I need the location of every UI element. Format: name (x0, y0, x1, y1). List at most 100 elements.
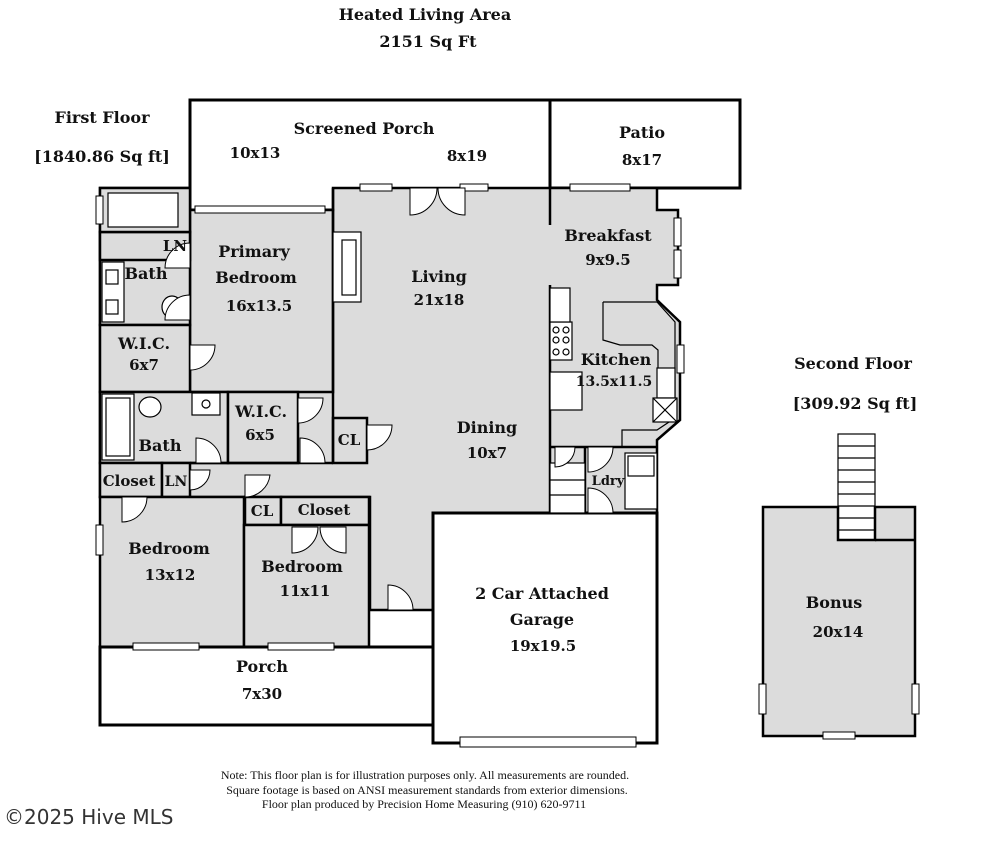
window (822, 731, 856, 740)
door-swing (189, 344, 216, 371)
window (95, 524, 104, 556)
room-label: Breakfast (564, 226, 652, 245)
mls-watermark: ©2025 Hive MLS (4, 805, 173, 829)
door-swing (121, 496, 148, 523)
room-label: CL (338, 431, 361, 449)
bonus-room (761, 505, 917, 738)
closet-door (319, 526, 347, 554)
patio-area (548, 98, 742, 190)
room-dimension: 20x14 (813, 623, 864, 641)
room-dimension: 8x17 (622, 151, 662, 169)
garage-door (459, 736, 637, 748)
shower (107, 192, 179, 228)
room-label: 2 Car Attached (475, 584, 609, 603)
disclaimer-line-1: Note: This floor plan is for illustratio… (221, 768, 629, 782)
room-label: Bedroom (261, 557, 343, 576)
patio-door (437, 187, 466, 216)
front-porch (98, 645, 435, 727)
window (673, 217, 682, 247)
door-swing (587, 446, 614, 473)
door-swing (164, 294, 191, 321)
room-label: W.I.C. (234, 402, 287, 421)
room-dimension: 10x7 (467, 444, 507, 462)
room-label: Bedroom (128, 539, 210, 558)
room-label: Porch (236, 657, 288, 676)
room-dimension: 19x19.5 (510, 637, 576, 655)
wic-mid (226, 390, 300, 465)
room-label: Garage (510, 610, 574, 629)
garage-area (431, 511, 659, 745)
toilet-lower (138, 396, 162, 418)
room-label: Closet (103, 472, 156, 490)
patio-door (409, 187, 438, 216)
window (267, 642, 335, 651)
closet-door (291, 526, 319, 554)
room-label: Kitchen (581, 350, 652, 369)
door-swing (297, 397, 324, 424)
room-label: LN (165, 474, 188, 490)
heated-area-title: Heated Living Area (339, 5, 511, 24)
room-dimension: 6x5 (245, 426, 275, 444)
room-label: Closet (298, 501, 351, 519)
room-dimension: 7x30 (242, 685, 282, 703)
room-dimension: 13x12 (145, 566, 196, 584)
cl-hall (243, 495, 283, 527)
kitchen-counter-inner (602, 302, 659, 400)
second-floor-label: Second Floor (794, 354, 912, 373)
disclaimer-line-3: Floor plan produced by Precision Home Me… (262, 797, 586, 811)
ln-lower (160, 461, 192, 499)
door-swing (164, 242, 191, 269)
room-dimension: 10x13 (230, 144, 281, 162)
door-swing (587, 487, 614, 514)
room-label: Bath (125, 264, 168, 283)
room-label: Patio (619, 123, 665, 142)
stair-first-floor (549, 462, 586, 514)
room-dimension: 16x13.5 (226, 297, 292, 315)
window (676, 344, 685, 374)
vanity-lower (191, 392, 221, 416)
room-label: Living (411, 267, 467, 286)
disclaimer-line-2: Square footage is based on ANSI measurem… (226, 783, 628, 797)
window (569, 183, 631, 192)
second-floor-area: [309.92 Sq ft] (793, 394, 918, 413)
door-swing (189, 469, 211, 491)
window (673, 249, 682, 279)
room-label: Primary (218, 242, 290, 261)
room-label: Ldry (592, 474, 625, 489)
closet-bed (279, 495, 371, 527)
cl-dining (331, 416, 369, 465)
room-label: Bedroom (215, 268, 297, 287)
window (911, 683, 920, 715)
room-label: Dining (457, 418, 517, 437)
front-door (387, 584, 414, 611)
room-dimension: 6x7 (129, 356, 159, 374)
first-floor-label: First Floor (54, 108, 150, 127)
washer-top (627, 455, 655, 477)
window (132, 642, 200, 651)
room-dimension: 13.5x11.5 (576, 374, 653, 390)
room-label: LN (163, 237, 188, 255)
door-swing (299, 437, 326, 464)
room-label: CL (251, 502, 274, 520)
first-floor-area: [1840.86 Sq ft] (34, 147, 170, 166)
room-label: Bath (139, 436, 182, 455)
window (95, 195, 104, 225)
door-swing (554, 446, 576, 468)
window (194, 205, 326, 214)
room-label: Bonus (806, 593, 862, 612)
stair-second-floor (837, 433, 876, 541)
fridge (549, 371, 583, 411)
door-swing (366, 424, 393, 451)
room-dimension: 21x18 (414, 291, 465, 309)
room-label: Screened Porch (294, 119, 435, 138)
sink (656, 367, 676, 399)
room-dimension: 11x11 (280, 582, 331, 600)
window (359, 183, 393, 192)
door-swing (244, 474, 271, 498)
door-swing (195, 437, 222, 464)
room-dimension: 9x9.5 (585, 251, 630, 269)
room-label: W.I.C. (117, 334, 170, 353)
window (758, 683, 767, 715)
counter-top (549, 287, 571, 323)
